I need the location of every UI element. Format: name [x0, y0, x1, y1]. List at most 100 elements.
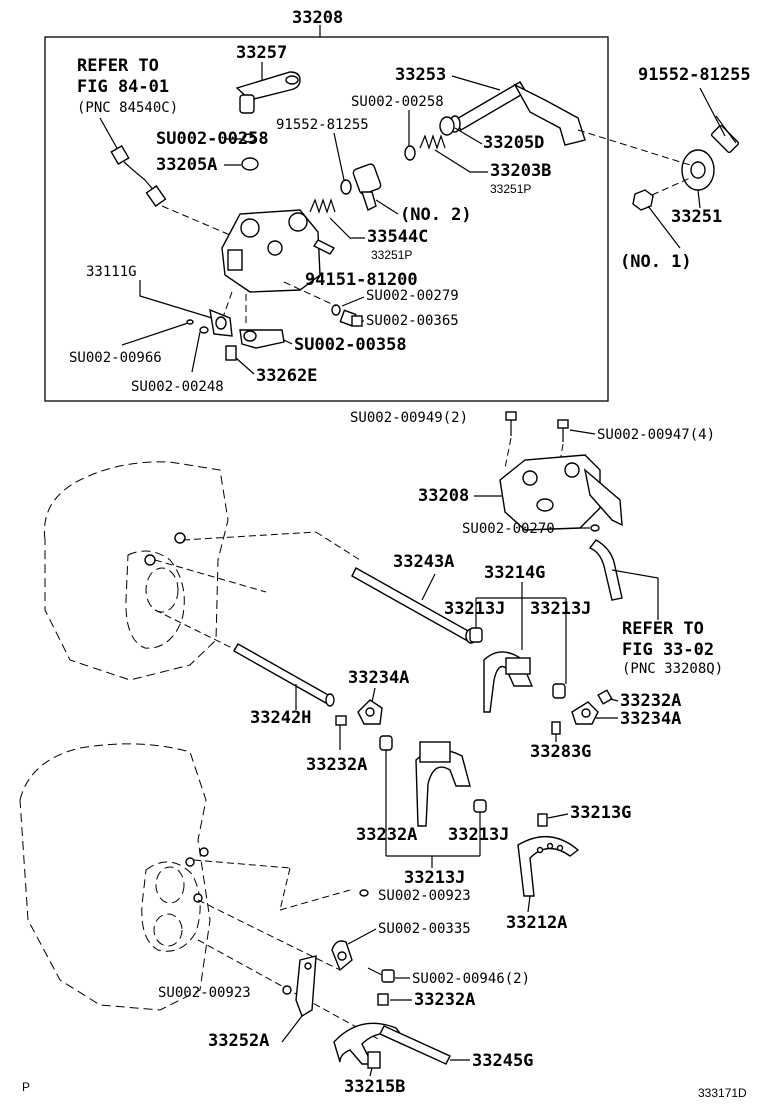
- pin-33283g-drawing: [551, 721, 561, 735]
- lever-33234a-b-drawing: [571, 701, 599, 725]
- clip-su002-00358-drawing: [186, 319, 194, 325]
- part-label-33262e[interactable]: SU002-00358: [294, 335, 407, 355]
- part-label-33251p-no2[interactable]: 33203B: [490, 161, 551, 181]
- part-label-no2: 33251P: [490, 182, 531, 196]
- refer2-line1: REFER TO: [622, 619, 704, 639]
- part-label-33544c[interactable]: 33251: [671, 207, 722, 227]
- part-label-33232a-c[interactable]: 33213G: [570, 803, 631, 823]
- part-label-su002-00258-a[interactable]: SU002-00258: [351, 94, 444, 110]
- bolt-su002-00947-drawing: [557, 419, 569, 442]
- part-label-33205a[interactable]: SU002-00258: [156, 129, 269, 149]
- assembly-frame: [44, 36, 609, 402]
- fork-33215b-drawing: [333, 1022, 404, 1069]
- bushing-33213j-b-drawing: [552, 683, 566, 699]
- nut-33205d-drawing: [241, 157, 259, 171]
- washer-33203b-drawing: [439, 116, 455, 136]
- ring-su002-00258-a-drawing: [404, 145, 416, 161]
- bushing-33213j-a-drawing: [469, 627, 483, 643]
- part-label-su002-00949[interactable]: SU002-00949(2): [350, 410, 468, 426]
- transmission-case-upper-outline: [43, 461, 229, 681]
- part-label-su002-00270[interactable]: SU002-00270: [462, 521, 555, 537]
- part-label-33251[interactable]: (NO. 2): [400, 205, 472, 225]
- part-label-33242h[interactable]: 33242H: [250, 708, 311, 728]
- pin-33232a-d-drawing: [377, 993, 389, 1006]
- switch-harness-drawing: [99, 117, 231, 236]
- part-label-94151-81200[interactable]: (NO. 1): [620, 252, 692, 272]
- part-label-33251p-no1[interactable]: 33544C: [367, 227, 428, 247]
- refer-note-line2: FIG 84-01: [77, 77, 169, 97]
- part-label-33213g[interactable]: 33213J: [404, 868, 465, 888]
- part-label-33208-top[interactable]: 33208: [292, 8, 343, 28]
- pin-33111g-drawing: [312, 239, 336, 255]
- sheet-prefix: P: [22, 1080, 30, 1094]
- part-label-su002-00923-a[interactable]: SU002-00923: [378, 888, 471, 904]
- part-label-33257p[interactable]: 33262E: [256, 366, 317, 386]
- part-label-33257[interactable]: 33257: [236, 43, 287, 63]
- part-label-su002-00335[interactable]: SU002-00335: [378, 921, 471, 937]
- part-label-33252a[interactable]: 33252A: [208, 1031, 269, 1051]
- part-label-33214g[interactable]: 33214G: [484, 563, 545, 583]
- part-label-33213j-a[interactable]: 33213J: [444, 599, 505, 619]
- bushing-33213j-d-drawing: [473, 799, 487, 813]
- bolt-su002-00949-drawing: [505, 411, 517, 436]
- plug-su002-00966-drawing: [339, 309, 363, 327]
- pin-33257p-drawing: [225, 345, 237, 361]
- part-label-33205d[interactable]: 33205A: [156, 155, 217, 175]
- part-label-33212a[interactable]: 33212A: [506, 913, 567, 933]
- part-label-no1: 33251P: [371, 248, 412, 262]
- bolt-91552-81255-drawing: [710, 115, 740, 154]
- pin-33232a-b-drawing: [597, 689, 613, 705]
- refer2-line2: FIG 33-02: [622, 640, 714, 660]
- bracket-su002-00335-drawing: [331, 940, 353, 972]
- part-label-33111g[interactable]: 94151-81200: [305, 270, 418, 290]
- part-label-su002-00248[interactable]: SU002-00248: [131, 379, 224, 395]
- lever-33262e-drawing: [239, 329, 285, 349]
- part-label-33234a-a[interactable]: 33234A: [348, 668, 409, 688]
- shift-rod-33242h-drawing: [233, 643, 335, 707]
- part-label-33203b[interactable]: 33205D: [483, 133, 544, 153]
- part-label-33234a-b[interactable]: 33234A: [620, 709, 681, 729]
- part-label-su002-00365[interactable]: SU002-00279: [366, 288, 459, 304]
- part-label-su002-00946[interactable]: SU002-00946(2): [412, 971, 530, 987]
- part-label-33283g[interactable]: 33283G: [530, 742, 591, 762]
- part-label-33213j-b[interactable]: 33213J: [530, 599, 591, 619]
- spring-33251p-no1-drawing: [309, 198, 336, 214]
- part-label-su002-00358[interactable]: SU002-00966: [69, 350, 162, 366]
- pin-33232a-c-drawing: [537, 813, 548, 827]
- transmission-case-lower-outline: [19, 743, 211, 1011]
- part-label-su002-00966[interactable]: SU002-00365: [366, 313, 459, 329]
- part-label-33215b[interactable]: 33215B: [344, 1077, 405, 1097]
- drawing-number: 333171D: [698, 1086, 747, 1100]
- clip-su002-00270-drawing: [590, 524, 600, 532]
- part-label-33232a-a[interactable]: 33232A: [306, 755, 367, 775]
- fork-33213g-drawing: [415, 741, 471, 827]
- bushing-33213j-c-drawing: [379, 735, 393, 751]
- part-label-33253[interactable]: 33253: [395, 65, 446, 85]
- part-label-33243a[interactable]: 33243A: [393, 552, 454, 572]
- part-label-33232a-d[interactable]: 33232A: [414, 990, 475, 1010]
- part-label-33245g[interactable]: 33245G: [472, 1051, 533, 1071]
- part-label-su002-00258-b[interactable]: 91552-81255: [276, 117, 369, 133]
- washer-33205a-drawing: [242, 133, 256, 143]
- shift-housing-drawing: [221, 209, 321, 293]
- part-label-33213j-d[interactable]: 33213J: [448, 825, 509, 845]
- part-label-su002-00923-b[interactable]: SU002-00923: [158, 985, 251, 1001]
- part-label-33232a-b[interactable]: 33232A: [620, 691, 681, 711]
- clip-su002-00923-a-drawing: [359, 889, 369, 897]
- pin-33232a-a-drawing: [335, 715, 347, 726]
- shift-shaft-33253-drawing: [449, 81, 586, 146]
- fork-33214g-drawing: [483, 651, 534, 713]
- part-label-su002-00947[interactable]: SU002-00947(4): [597, 427, 715, 443]
- shift-lever-33257-drawing: [235, 71, 301, 114]
- part-label-33208-mid[interactable]: 33208: [418, 486, 469, 506]
- gasket-su002-00365-drawing: [331, 304, 341, 316]
- nut-94151-81200-drawing: [632, 189, 654, 211]
- part-label-su002-00279[interactable]: 33111G: [86, 264, 137, 280]
- lever-33234a-a-drawing: [357, 699, 383, 725]
- collar-33251-drawing: [352, 163, 382, 211]
- part-label-91552-81255-text[interactable]: 91552-81255: [638, 65, 751, 85]
- ring-su002-00258-b-drawing: [340, 179, 352, 195]
- part-label-33213j-c[interactable]: 33232A: [356, 825, 417, 845]
- refer2-line3: (PNC 33208Q): [622, 661, 723, 677]
- shift-rod-33243a-drawing: [351, 567, 477, 644]
